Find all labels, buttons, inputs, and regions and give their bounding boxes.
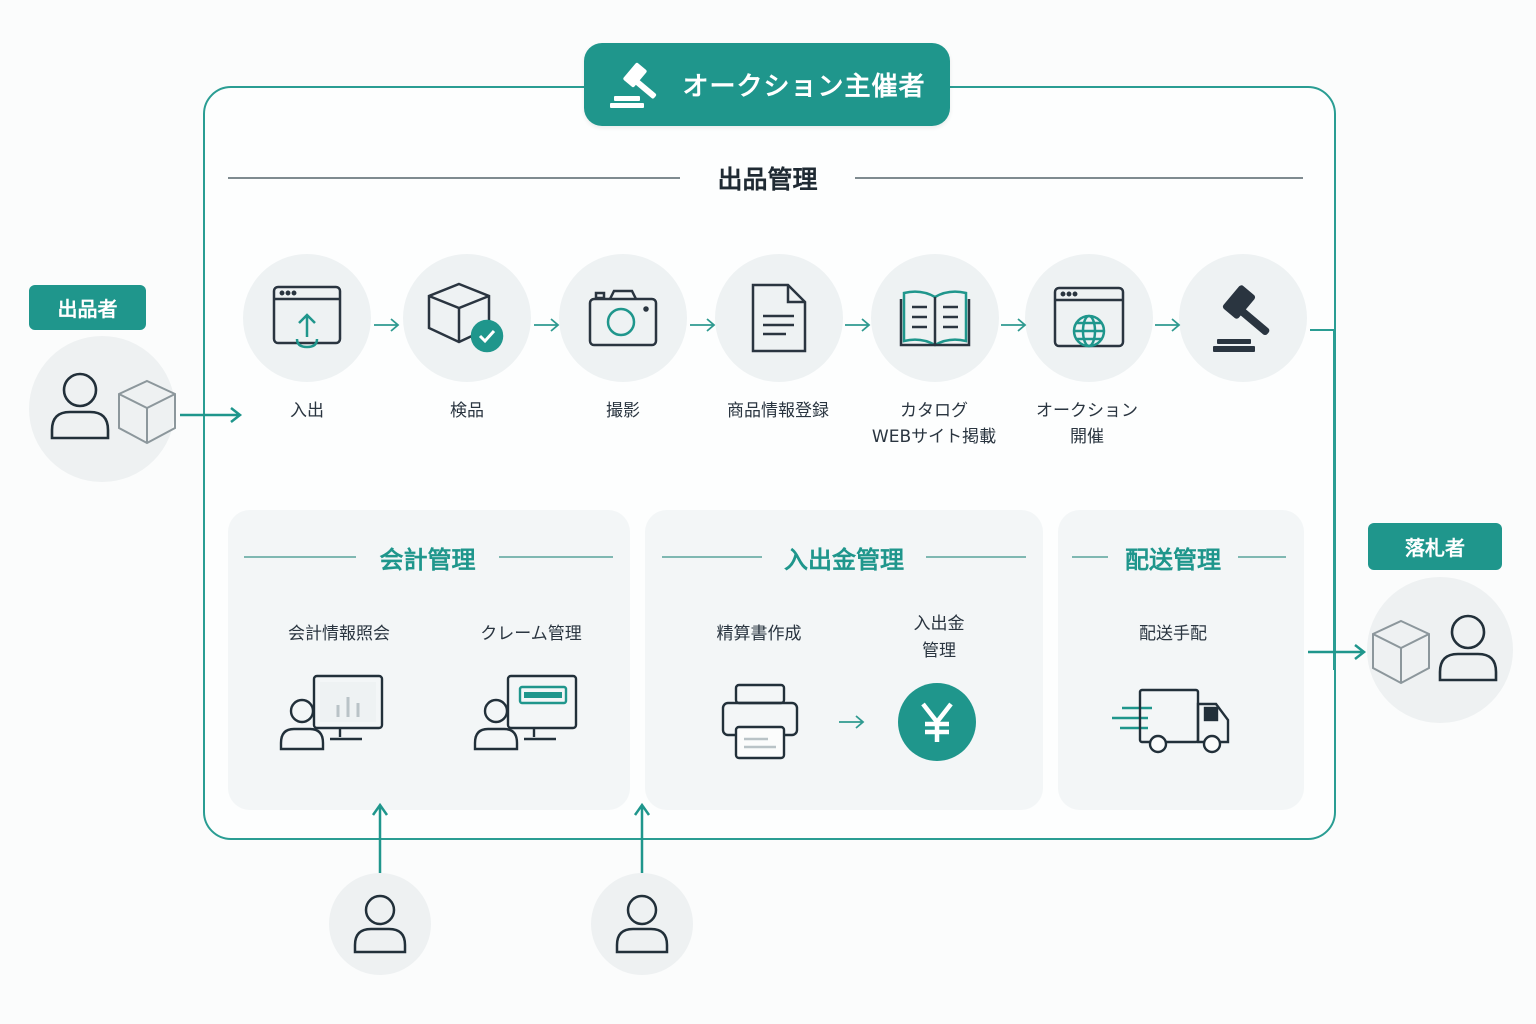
truck-icon — [1112, 688, 1230, 754]
step-label-5: カタログ WEBサイト掲載 — [871, 401, 997, 447]
accounting-item-1-label: 会計情報照会 — [288, 624, 390, 644]
buyer-person-icon — [1438, 614, 1498, 682]
gavel-icon — [610, 62, 657, 108]
accounting-item-2-label: クレーム管理 — [480, 624, 582, 644]
buyer-circle — [1367, 577, 1513, 723]
buyer-tag: 落札者 — [1368, 523, 1502, 570]
step-label-1: 入出 — [290, 401, 324, 421]
document-icon — [751, 283, 807, 353]
payments-divider-left — [662, 556, 762, 558]
operator-1-person-icon — [353, 894, 407, 954]
seller-tag: 出品者 — [29, 285, 146, 330]
payments-item-1-label: 精算書作成 — [716, 624, 802, 644]
listing-divider-left — [228, 177, 680, 179]
catalog-book-icon — [899, 290, 971, 347]
yen-icon — [898, 683, 976, 761]
step-label-3: 撮影 — [606, 401, 640, 421]
seller-person-icon — [50, 372, 110, 440]
buyer-box-icon — [1372, 619, 1430, 685]
step-label-4: 商品情報登録 — [727, 401, 829, 421]
delivery-divider-left — [1072, 556, 1108, 558]
step-arrow — [690, 318, 716, 332]
camera-icon — [588, 289, 658, 347]
step-circle-1 — [243, 254, 371, 382]
gavel-icon — [1213, 285, 1270, 352]
accounting-panel — [228, 510, 630, 810]
accounting-title: 会計管理 — [379, 546, 476, 574]
accounting-divider-right — [499, 556, 613, 558]
step-circle-6 — [1025, 254, 1153, 382]
seller-box-icon — [118, 379, 176, 445]
seller-arrow — [180, 407, 243, 423]
step-label-2: 検品 — [450, 401, 484, 421]
step-arrow — [1001, 318, 1027, 332]
step-circle-3 — [559, 254, 687, 382]
user-monitor-chart-icon — [279, 674, 384, 751]
organizer-badge: オークション主催者 — [584, 43, 950, 126]
step-circle-5 — [871, 254, 999, 382]
operator-2-arrow — [633, 802, 651, 873]
step-arrow — [374, 318, 400, 332]
step-arrow — [534, 318, 560, 332]
step-circle-7 — [1179, 254, 1307, 382]
payments-divider-right — [926, 556, 1026, 558]
web-globe-icon — [1053, 286, 1125, 348]
operator-1-arrow — [371, 802, 389, 873]
step-arrow — [1155, 318, 1181, 332]
printer-icon — [721, 683, 799, 760]
payments-title: 入出金管理 — [784, 546, 904, 574]
delivery-title: 配送管理 — [1125, 546, 1221, 574]
seller-circle — [29, 336, 175, 482]
user-monitor-message-icon — [473, 674, 578, 751]
operator-2-person-icon — [615, 894, 669, 954]
payments-panel — [645, 510, 1043, 810]
listing-divider-right — [855, 177, 1303, 179]
delivery-item-1-label: 配送手配 — [1139, 624, 1207, 644]
buyer-arrow — [1308, 644, 1367, 660]
step-label-6: オークション 開催 — [1036, 401, 1138, 447]
step-circle-2 — [403, 254, 531, 382]
payments-item-2-label: 入出金 管理 — [913, 614, 965, 661]
accounting-divider-left — [244, 556, 356, 558]
delivery-divider-right — [1238, 556, 1286, 558]
payments-arrow — [839, 715, 865, 729]
upload-window-icon — [272, 285, 342, 349]
listing-title: 出品管理 — [717, 165, 818, 194]
box-check-icon — [427, 282, 504, 353]
to-buyer-connector — [1310, 329, 1335, 670]
step-circle-4 — [715, 254, 843, 382]
step-arrow — [845, 318, 871, 332]
organizer-title: オークション主催者 — [682, 72, 926, 102]
delivery-panel — [1058, 510, 1304, 810]
